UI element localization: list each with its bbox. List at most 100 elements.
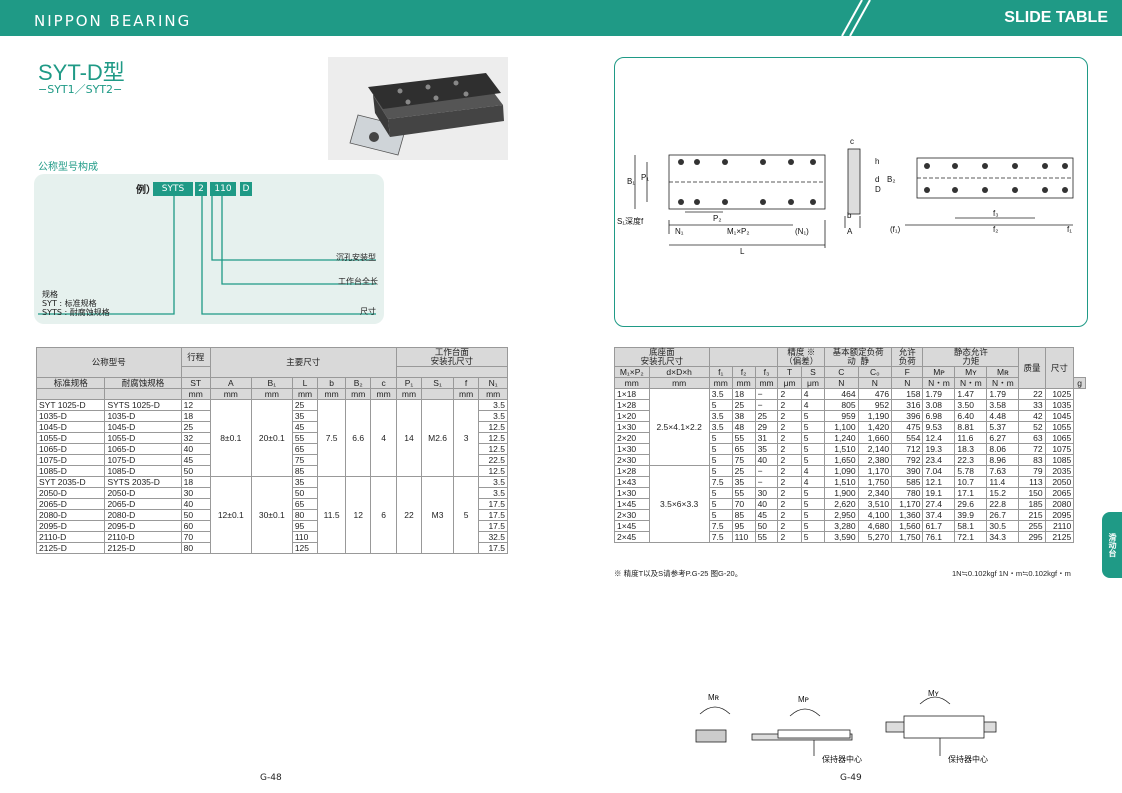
right-col-unit: N xyxy=(891,377,924,389)
cell-g: 79 xyxy=(1018,465,1046,477)
dim-N1: N₁ xyxy=(675,227,684,236)
cell-Mr: 34.3 xyxy=(986,531,1020,543)
dim-S1: S₁深度f xyxy=(617,216,644,226)
left-col-header: B₁ xyxy=(250,377,293,389)
cell-st: 70 xyxy=(180,531,211,543)
cell-f1: 3.5 xyxy=(708,388,733,400)
cell-B2: 6.6 xyxy=(344,399,372,477)
hdr-stroke: 行程 xyxy=(180,347,211,367)
cell-L: 35 xyxy=(291,410,319,422)
cell-f1: 5 xyxy=(708,487,733,499)
left-col-header: S₁ xyxy=(421,377,454,389)
cell-std: 2125-D xyxy=(35,542,106,554)
cell-L: 35 xyxy=(291,476,319,488)
cell-g: 22 xyxy=(1018,388,1046,400)
cell-N1: 12.5 xyxy=(478,443,508,455)
left-col-unit xyxy=(421,388,454,400)
cell-f3: 45 xyxy=(754,509,779,521)
cell-f1: 3.5 xyxy=(708,421,733,433)
right-col-unit: N・m xyxy=(922,377,956,389)
right-col-header: Mᴘ xyxy=(922,366,956,378)
cell-f2: 55 xyxy=(731,487,756,499)
cell-C0: 2,380 xyxy=(857,454,893,466)
right-col-unit: mm xyxy=(648,377,710,389)
left-col-unit xyxy=(35,388,106,400)
cell-f1: 5 xyxy=(708,443,733,455)
cell-L: 65 xyxy=(291,498,319,510)
cell-C: 1,240 xyxy=(824,432,859,444)
cell-S: 4 xyxy=(800,476,826,488)
moment-Mr: Mʀ xyxy=(708,693,720,702)
cell-Mp: 12.1 xyxy=(922,476,956,488)
cell-dDh: 2.5×4.1×2.2 xyxy=(648,388,710,466)
cell-A: 12±0.1 xyxy=(209,476,252,554)
hdr-model: 公称型号 xyxy=(36,347,182,378)
cell-T: 2 xyxy=(777,520,802,532)
cell-F: 475 xyxy=(891,421,924,433)
left-col-unit: mm xyxy=(317,388,346,400)
cell-f3: 30 xyxy=(754,487,779,499)
cell-F: 1,360 xyxy=(891,509,924,521)
cell-corr: 1085-D xyxy=(104,465,182,477)
cell-b: 11.5 xyxy=(317,476,346,554)
cell-Mp: 19.1 xyxy=(922,487,956,499)
cell-C0: 476 xyxy=(857,388,893,400)
cell-Mp: 19.3 xyxy=(922,443,956,455)
right-spec-table: 底座面安装孔尺寸 精度 ※（偏差） 基本额定负荷动 静 允许负荷 静态允许力矩 … xyxy=(614,347,1086,543)
cell-g: 72 xyxy=(1018,443,1046,455)
cell-f2: 85 xyxy=(731,509,756,521)
moment-Mp: Mᴘ xyxy=(798,695,809,704)
rhdr-base: 底座面安装孔尺寸 xyxy=(614,347,710,367)
cell-m1p2: 1×30 xyxy=(614,421,650,433)
cell-size: 1055 xyxy=(1044,421,1075,433)
cell-size: 2110 xyxy=(1044,520,1075,532)
code-type: D xyxy=(240,182,252,196)
rhdr-moment: 静态允许力矩 xyxy=(922,347,1020,367)
cell-C0: 3,510 xyxy=(857,498,893,510)
cell-F: 712 xyxy=(891,443,924,455)
cell-corr: 1055-D xyxy=(104,432,182,444)
dim-P2: P₂ xyxy=(713,214,721,223)
cell-corr: SYTS 2035-D xyxy=(104,476,182,488)
cell-T: 2 xyxy=(777,443,802,455)
cell-m1p2: 1×45 xyxy=(614,498,650,510)
cell-st: 50 xyxy=(180,509,211,521)
dim-f2: f₂ xyxy=(993,225,998,234)
cell-C0: 1,660 xyxy=(857,432,893,444)
cell-st: 32 xyxy=(180,432,211,444)
cell-N1: 3.5 xyxy=(478,476,508,488)
cell-S: 4 xyxy=(800,388,826,400)
cell-f3: 40 xyxy=(754,454,779,466)
annotation-spec-title: 规格 xyxy=(42,290,58,299)
cell-f1: 3.5 xyxy=(708,410,733,422)
cell-C: 3,280 xyxy=(824,520,859,532)
model-code-heading: 公称型号构成 xyxy=(38,162,98,173)
cell-N1: 17.5 xyxy=(478,509,508,521)
left-col-unit: mm xyxy=(395,388,423,400)
cell-N1: 22.5 xyxy=(478,454,508,466)
cell-Mp: 61.7 xyxy=(922,520,956,532)
cell-g: 33 xyxy=(1018,399,1046,411)
rhdr-allow: 允许负荷 xyxy=(891,347,924,367)
cell-f3: − xyxy=(754,388,779,400)
cell-size: 2080 xyxy=(1044,498,1075,510)
cell-std: 1035-D xyxy=(35,410,106,422)
cell-F: 390 xyxy=(891,465,924,477)
cell-F: 1,560 xyxy=(891,520,924,532)
cell-N1: 32.5 xyxy=(478,531,508,543)
cell-F: 792 xyxy=(891,454,924,466)
cell-S1: M3 xyxy=(421,476,454,554)
cell-g: 255 xyxy=(1018,520,1046,532)
cell-g: 215 xyxy=(1018,509,1046,521)
cell-g: 63 xyxy=(1018,432,1046,444)
cell-Mp: 12.4 xyxy=(922,432,956,444)
cell-S: 5 xyxy=(800,520,826,532)
side-tab[interactable]: 滑动台 xyxy=(1102,512,1122,578)
